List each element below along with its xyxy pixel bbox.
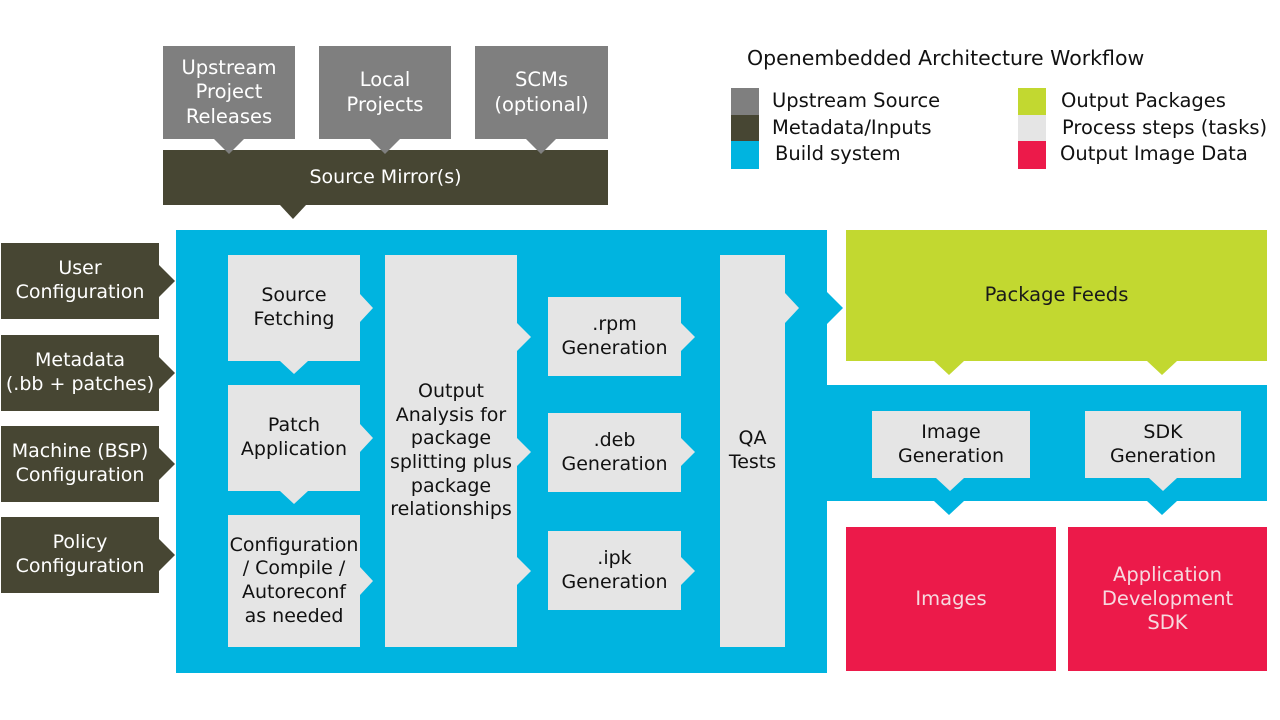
legend-swatch-output-image-data	[1018, 141, 1046, 169]
source-mirror-box: Source Mirror(s)	[163, 150, 608, 205]
qa-tests-step: QA Tests	[720, 255, 785, 647]
application-development-sdk-box: Application Development SDK	[1068, 527, 1267, 671]
upstream-project-releases-box: Upstream Project Releases	[163, 46, 295, 139]
output-analysis-step: Output Analysis for package splitting pl…	[385, 255, 517, 647]
arrow-policy-config	[159, 539, 175, 571]
legend-swatch-metadata-inputs	[731, 115, 759, 143]
arrow-machine-config	[159, 448, 175, 480]
arrow-to-images	[934, 501, 964, 515]
scms-box: SCMs (optional)	[475, 46, 608, 139]
deb-generation-step: .deb Generation	[548, 413, 681, 492]
arrow-configure-to-analysis	[360, 567, 373, 595]
arrow-local-to-mirror	[370, 139, 400, 154]
legend-swatch-output-packages	[1018, 88, 1046, 116]
arrow-build-to-feeds	[827, 292, 843, 324]
legend-swatch-build-system	[731, 141, 759, 169]
legend-swatch-upstream-source	[731, 88, 759, 116]
user-configuration-box: User Configuration	[1, 243, 159, 319]
arrow-feeds-to-image	[934, 361, 964, 375]
package-feeds-box: Package Feeds	[846, 230, 1267, 361]
ipk-generation-step: .ipk Generation	[548, 531, 681, 610]
arrow-ipk-to-qa	[681, 557, 695, 585]
arrow-analysis-to-deb	[517, 438, 531, 466]
images-box: Images	[846, 527, 1056, 671]
arrow-analysis-to-rpm	[517, 323, 531, 351]
metadata-box: Metadata (.bb + patches)	[1, 335, 159, 411]
arrow-user-config	[159, 265, 175, 297]
arrow-to-app-sdk	[1147, 501, 1177, 515]
arrow-rpm-to-qa	[681, 323, 695, 351]
policy-configuration-box: Policy Configuration	[1, 517, 159, 593]
local-projects-box: Local Projects	[319, 46, 451, 139]
arrow-fetch-to-patch	[280, 361, 308, 374]
sdk-generation-step: SDK Generation	[1085, 411, 1241, 478]
diagram-title: Openembedded Architecture Workflow	[747, 46, 1145, 70]
legend-label-metadata-inputs: Metadata/Inputs	[772, 116, 932, 139]
legend-label-upstream-source: Upstream Source	[772, 89, 941, 112]
arrow-deb-to-qa	[681, 438, 695, 466]
arrow-patch-to-analysis	[360, 424, 373, 452]
image-generation-step: Image Generation	[872, 411, 1030, 478]
arrow-image-gen-tip	[936, 478, 964, 491]
source-fetching-step: Source Fetching	[228, 255, 360, 361]
legend-label-process-steps: Process steps (tasks)	[1062, 116, 1268, 139]
machine-configuration-box: Machine (BSP) Configuration	[1, 426, 159, 502]
legend-label-output-packages: Output Packages	[1061, 89, 1226, 112]
arrow-feeds-to-sdk	[1147, 361, 1177, 375]
arrow-metadata	[159, 357, 175, 389]
arrow-fetch-to-analysis	[360, 294, 373, 322]
configure-compile-step: Configuration / Compile / Autoreconf as …	[228, 515, 360, 647]
legend-label-output-image-data: Output Image Data	[1060, 142, 1248, 165]
arrow-qa-tip	[785, 293, 799, 323]
arrow-upstream-to-mirror	[214, 139, 244, 154]
arrow-patch-to-configure	[280, 491, 308, 504]
patch-application-step: Patch Application	[228, 385, 360, 491]
arrow-sdk-gen-tip	[1149, 478, 1177, 491]
arrow-mirror-to-build	[280, 205, 306, 219]
arrow-analysis-to-ipk	[517, 557, 531, 585]
rpm-generation-step: .rpm Generation	[548, 297, 681, 376]
arrow-scms-to-mirror	[526, 139, 556, 154]
legend-label-build-system: Build system	[775, 142, 901, 165]
legend-swatch-process-steps	[1018, 115, 1046, 143]
